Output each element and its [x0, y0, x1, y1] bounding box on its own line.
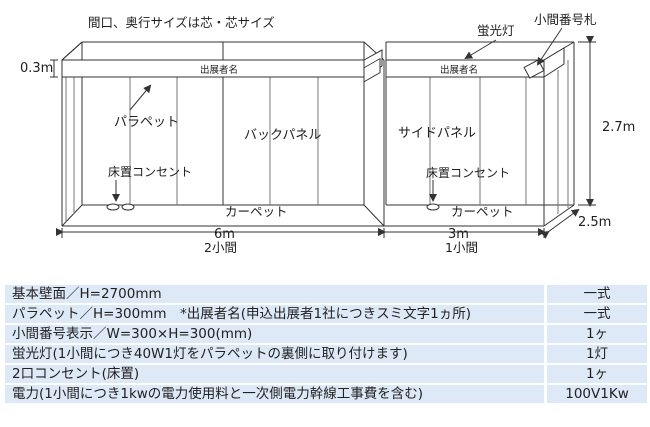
label-booth-number: 小間番号札 [534, 12, 597, 27]
right-parapet [385, 42, 565, 78]
spec-item: 2口コンセント(床置) [5, 365, 544, 383]
label-side-panel: サイドパネル [398, 126, 476, 141]
booth-diagram: 間口、奥行サイズは芯・芯サイズ 0.3m 出展者名 出展者名 蛍光灯 小間番号札… [20, 12, 635, 255]
label-exhibitor-left: 出展者名 [200, 64, 238, 76]
label-carpet-left: カーペット [225, 204, 288, 219]
label-depth: 2.5m [578, 215, 611, 230]
table-row: 基本壁面／H=2700mm 一式 [5, 285, 647, 303]
spec-table: 基本壁面／H=2700mm 一式 パラペット／H=300mm *出展者名(申込出… [5, 283, 647, 405]
label-outlet-left: 床置コンセント [108, 165, 192, 179]
table-row: 2口コンセント(床置) 1ヶ [5, 365, 647, 383]
spec-qty: 一式 [544, 285, 647, 303]
spec-item: 基本壁面／H=2700mm [5, 285, 544, 303]
spec-item: パラペット／H=300mm *出展者名(申込出展者1社につきスミ文字1ヵ所) [5, 305, 544, 323]
spec-qty: 100V1Kw [544, 385, 647, 403]
outlet-left [106, 203, 135, 211]
note-top: 間口、奥行サイズは芯・芯サイズ [88, 15, 275, 30]
dimension-lines [50, 36, 596, 239]
spec-qty: 1灯 [544, 345, 647, 363]
table-row: 電力(1小間につき1kwの電力使用料と一次側電力幹線工事費を含む) 100V1K… [5, 385, 647, 403]
table-row: 小間番号表示／W=300×H=300(mm) 1ヶ [5, 325, 647, 343]
dim-left-width: 6m [214, 227, 235, 242]
table-row: 蛍光灯(1小間につき40W1灯をパラペットの裏側に取り付けます) 1灯 [5, 345, 647, 363]
label-height-parapet: 0.3m [20, 61, 53, 76]
spec-qty: 1ヶ [544, 365, 647, 383]
spec-qty: 1ヶ [544, 325, 647, 343]
spec-qty: 一式 [544, 305, 647, 323]
spec-item: 蛍光灯(1小間につき40W1灯をパラペットの裏側に取り付けます) [5, 345, 544, 363]
outlet-right [426, 203, 440, 211]
label-fluorescent: 蛍光灯 [477, 23, 515, 38]
spec-item: 電力(1小間につき1kwの電力使用料と一次側電力幹線工事費を含む) [5, 385, 544, 403]
booth-number-plate-left [363, 57, 381, 83]
label-exhibitor-right: 出展者名 [440, 64, 478, 76]
label-outlet-right: 床置コンセント [426, 166, 510, 180]
table-row: パラペット／H=300mm *出展者名(申込出展者1社につきスミ文字1ヵ所) 一… [5, 305, 647, 323]
dim-right-units: 1小間 [445, 240, 478, 255]
label-height-wall: 2.7m [602, 120, 635, 135]
dim-left-units: 2小間 [204, 240, 237, 255]
spec-item: 小間番号表示／W=300×H=300(mm) [5, 325, 544, 343]
label-parapet: パラペット [114, 115, 179, 130]
dim-right-width: 3m [448, 227, 469, 242]
pointer-arrows [112, 27, 563, 202]
label-back-panel: バックパネル [244, 128, 321, 143]
label-carpet-right: カーペット [451, 204, 514, 219]
